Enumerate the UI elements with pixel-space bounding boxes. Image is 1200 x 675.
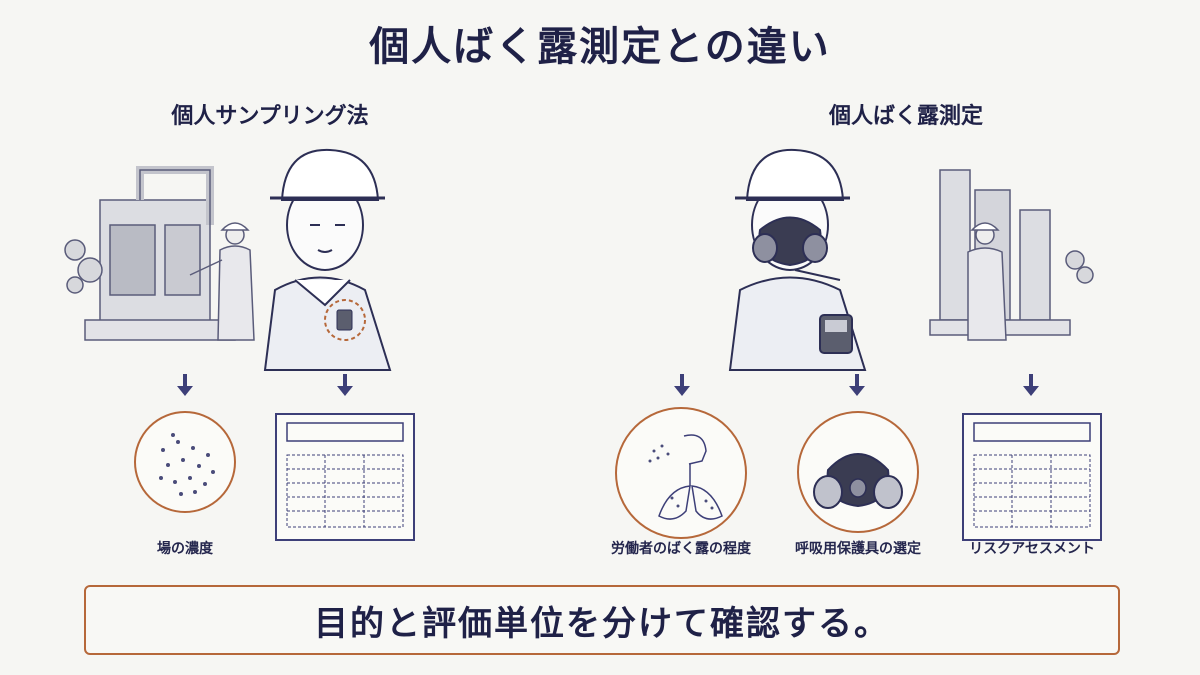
left-scene-illustration bbox=[64, 148, 392, 371]
right-scene-illustration bbox=[728, 148, 1094, 371]
page-title: 個人ばく露測定との違い bbox=[369, 24, 831, 70]
label-field-concentration: 場の濃度 bbox=[157, 541, 213, 557]
flow-arrows bbox=[177, 374, 1039, 396]
data-sheet-icon bbox=[962, 413, 1102, 541]
lungs-circle-icon bbox=[615, 407, 747, 539]
arrow-icon bbox=[849, 374, 865, 396]
summary-text: 目的と評価単位を分けて確認する。 bbox=[314, 603, 890, 644]
left-heading: 個人サンプリング法 bbox=[171, 104, 369, 129]
respirator-circle-icon bbox=[797, 411, 919, 533]
right-heading: 個人ばく露測定 bbox=[828, 104, 983, 129]
arrow-icon bbox=[674, 374, 690, 396]
label-worker-exposure: 労働者のばく露の程度 bbox=[611, 541, 751, 557]
label-respirator-selection: 呼吸用保護具の選定 bbox=[795, 541, 921, 557]
arrow-icon bbox=[177, 374, 193, 396]
arrow-icon bbox=[337, 374, 353, 396]
arrow-icon bbox=[1023, 374, 1039, 396]
particle-circle-icon bbox=[134, 411, 236, 513]
summary-box: 目的と評価単位を分けて確認する。 bbox=[84, 585, 1120, 655]
label-risk-assessment: リスクアセスメント bbox=[969, 541, 1095, 557]
data-sheet-icon bbox=[275, 413, 415, 541]
